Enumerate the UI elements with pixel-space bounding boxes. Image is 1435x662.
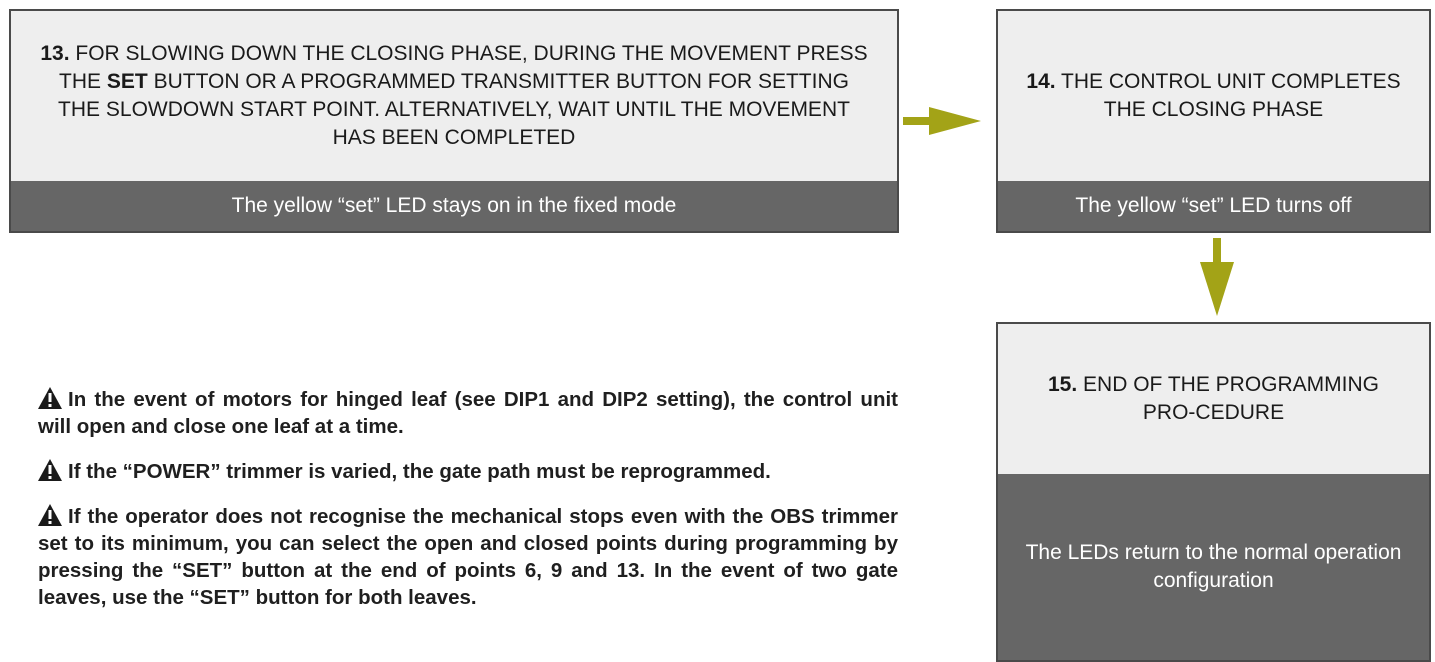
step-14-status: The yellow “set” LED turns off: [998, 181, 1429, 231]
step-15-number: 15.: [1048, 373, 1078, 396]
warning-triangle-icon: [38, 387, 62, 409]
warning-notes: In the event of motors for hinged leaf (…: [38, 386, 898, 629]
step-13-status: The yellow “set” LED stays on in the fix…: [11, 181, 897, 231]
warning-note: In the event of motors for hinged leaf (…: [38, 386, 898, 440]
step-13-text-before: FOR SLOWING DOWN THE CLOSING PHASE, DURI…: [59, 42, 868, 93]
warning-note-text: If the operator does not recognise the m…: [38, 505, 898, 609]
step-13-box: 13. FOR SLOWING DOWN THE CLOSING PHASE, …: [9, 9, 899, 233]
step-14-instruction: 14. THE CONTROL UNIT COMPLETES THE CLOSI…: [998, 11, 1429, 181]
warning-note: If the operator does not recognise the m…: [38, 503, 898, 611]
warning-note-text: If the “POWER” trimmer is varied, the ga…: [68, 460, 771, 483]
warning-triangle-icon: [38, 459, 62, 481]
warning-note: If the “POWER” trimmer is varied, the ga…: [38, 458, 898, 485]
step-13-number: 13.: [40, 42, 70, 65]
step-13-keyword: SET: [106, 70, 148, 93]
warning-note-text: In the event of motors for hinged leaf (…: [38, 388, 898, 438]
step-14-box: 14. THE CONTROL UNIT COMPLETES THE CLOSI…: [996, 9, 1431, 233]
step-13-text-after: BUTTON OR A PROGRAMMED TRANSMITTER BUTTO…: [58, 70, 850, 149]
arrow-right-icon: [903, 107, 981, 135]
warning-triangle-icon: [38, 504, 62, 526]
step-14-text: THE CONTROL UNIT COMPLETES THE CLOSING P…: [1055, 70, 1401, 121]
step-15-instruction: 15. END OF THE PROGRAMMING PRO-CEDURE: [998, 324, 1429, 474]
step-13-instruction: 13. FOR SLOWING DOWN THE CLOSING PHASE, …: [11, 11, 897, 181]
step-15-text: END OF THE PROGRAMMING PRO-CEDURE: [1077, 373, 1379, 424]
step-15-box: 15. END OF THE PROGRAMMING PRO-CEDURE Th…: [996, 322, 1431, 662]
step-14-number: 14.: [1026, 70, 1056, 93]
step-15-status: The LEDs return to the normal operation …: [998, 474, 1429, 660]
arrow-down-icon: [1200, 238, 1234, 316]
